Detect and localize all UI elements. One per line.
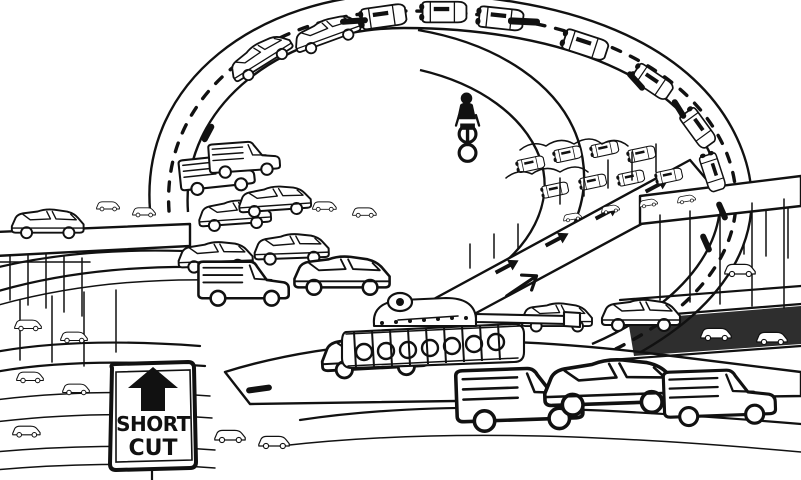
motorcycle-with-rider [454, 92, 481, 163]
right-car-cluster [505, 138, 697, 223]
tank-direction-arrow [505, 273, 539, 298]
sign-line-1: SHORT [116, 412, 190, 436]
ramp-rail-details [469, 143, 657, 269]
up-arrow-glyph [128, 367, 178, 411]
short-cut-sign-graphic [107, 359, 199, 480]
sign-up-arrow-icon [110, 366, 196, 417]
army-tank [340, 291, 582, 370]
ink-dashes [201, 17, 728, 394]
inner-loop-ramp [417, 28, 586, 302]
sign-line-2: CUT [128, 436, 178, 461]
outer-loop-ramp [148, 0, 753, 374]
short-cut-sign[interactable]: SHORT CUT [110, 362, 196, 470]
